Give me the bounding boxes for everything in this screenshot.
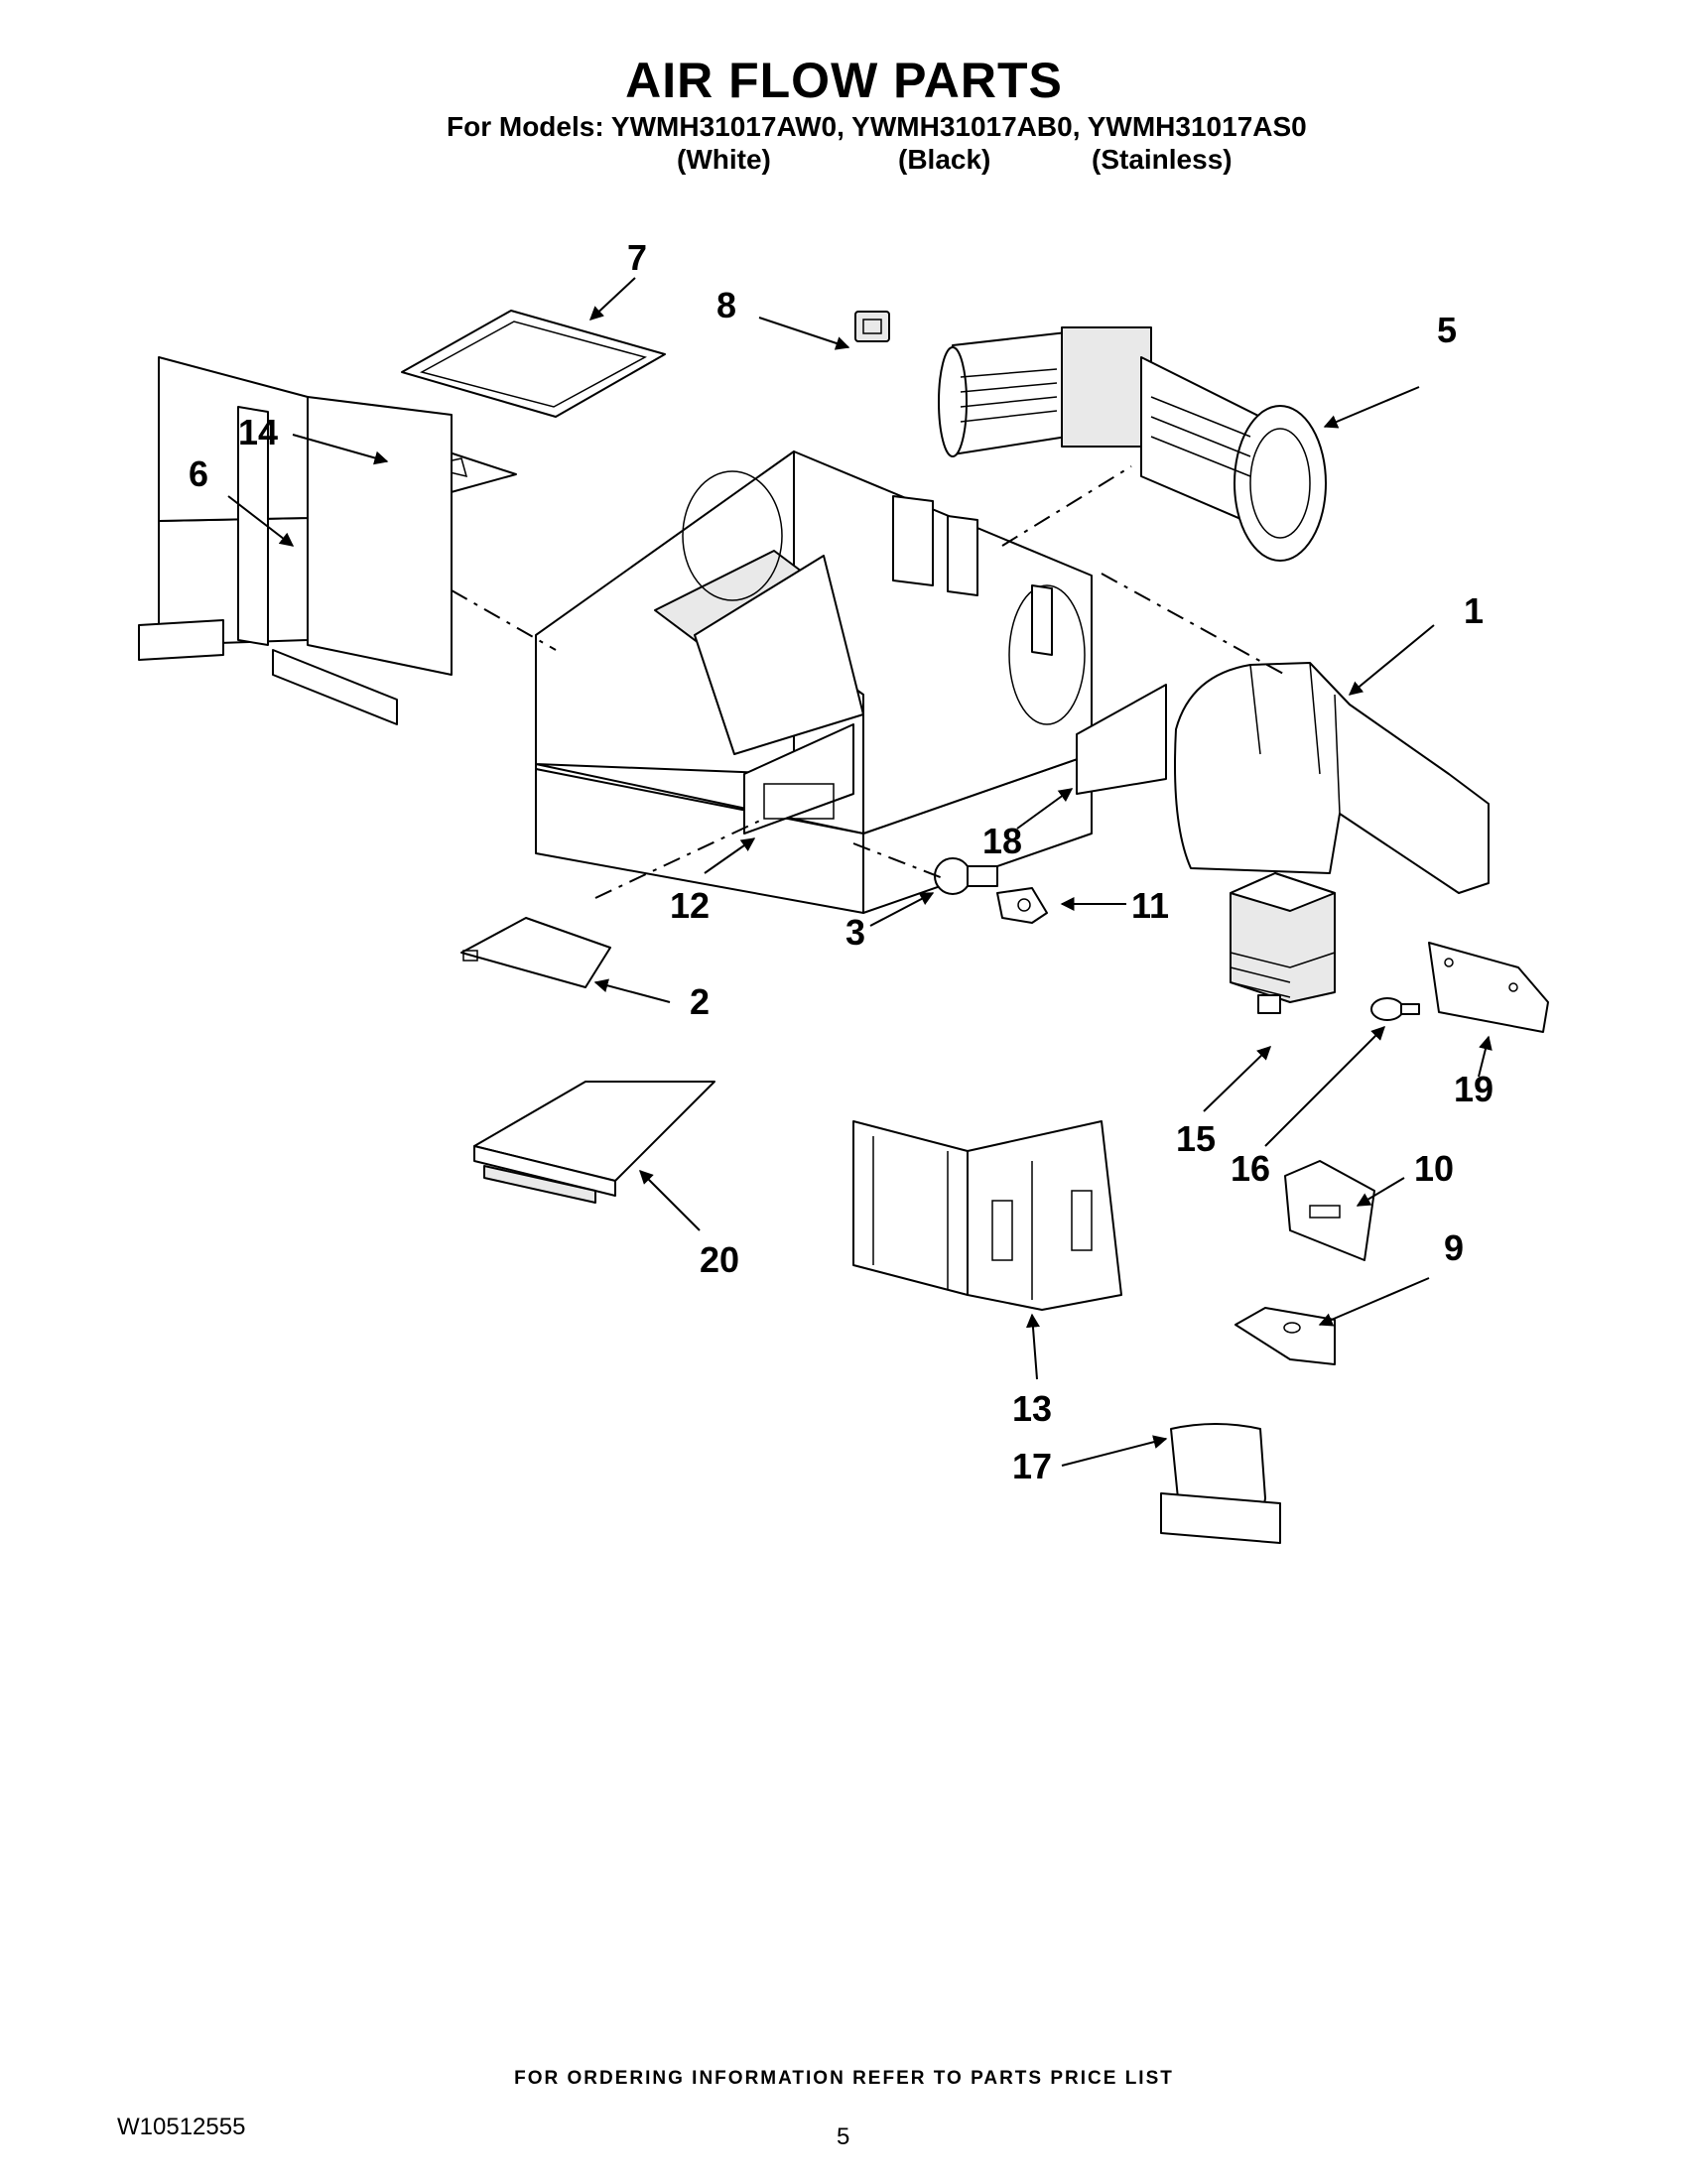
callout-12: 12 [670,885,710,926]
part-10-label [1284,1160,1375,1261]
variant-stainless: (Stainless) [1092,144,1233,175]
part-17-vent [1160,1423,1281,1544]
part-9-bracket [1234,1307,1336,1365]
callout-7: 7 [627,237,647,278]
part-2-cover [460,917,611,988]
part-19-bracket [1428,942,1549,1033]
callout-11: 11 [1131,885,1169,926]
callout-15: 15 [1176,1118,1216,1159]
callout-labels: 1 2 3 5 6 7 8 9 10 11 12 13 14 15 16 17 … [189,237,1493,1486]
callout-10: 10 [1414,1148,1454,1189]
variant-black: (Black) [898,144,991,175]
assembly-center-lines [451,465,1286,899]
part-13-panel [852,1120,1122,1311]
variant-white: (White) [677,144,771,175]
part-20-shield [473,1081,715,1204]
callout-5: 5 [1437,310,1457,350]
part-6-duct [138,356,453,725]
callout-13: 13 [1012,1388,1052,1429]
ordering-note: FOR ORDERING INFORMATION REFER TO PARTS … [514,2068,1174,2089]
callout-2: 2 [690,981,710,1022]
part-3-bulb [934,857,998,895]
callout-1: 1 [1464,590,1484,631]
callout-20: 20 [700,1239,739,1280]
models-line: For Models: YWMH31017AW0, YWMH31017AB0, … [447,111,1307,142]
callout-8: 8 [716,285,736,325]
part-1-fan-duct [1174,662,1490,894]
part-16-switch [1370,997,1420,1021]
document-number: W10512555 [117,2114,246,2140]
part-5-blower-motor [938,326,1327,562]
callout-leaders [227,277,1493,1467]
callout-9: 9 [1444,1227,1464,1268]
callout-18: 18 [982,821,1022,861]
callout-14: 14 [238,412,278,452]
callout-16: 16 [1231,1148,1270,1189]
part-18-panel [1076,684,1167,795]
callout-6: 6 [189,453,208,494]
part-11-socket [996,887,1048,924]
page-number: 5 [837,2123,850,2150]
part-7-filter [401,310,666,418]
part-8-connector [854,311,890,342]
part-15-transformer [1230,872,1336,1014]
page-title: AIR FLOW PARTS [625,53,1063,108]
callout-3: 3 [845,912,865,953]
callout-19: 19 [1454,1069,1493,1109]
callout-17: 17 [1012,1446,1052,1486]
main-airbox [535,450,1093,914]
